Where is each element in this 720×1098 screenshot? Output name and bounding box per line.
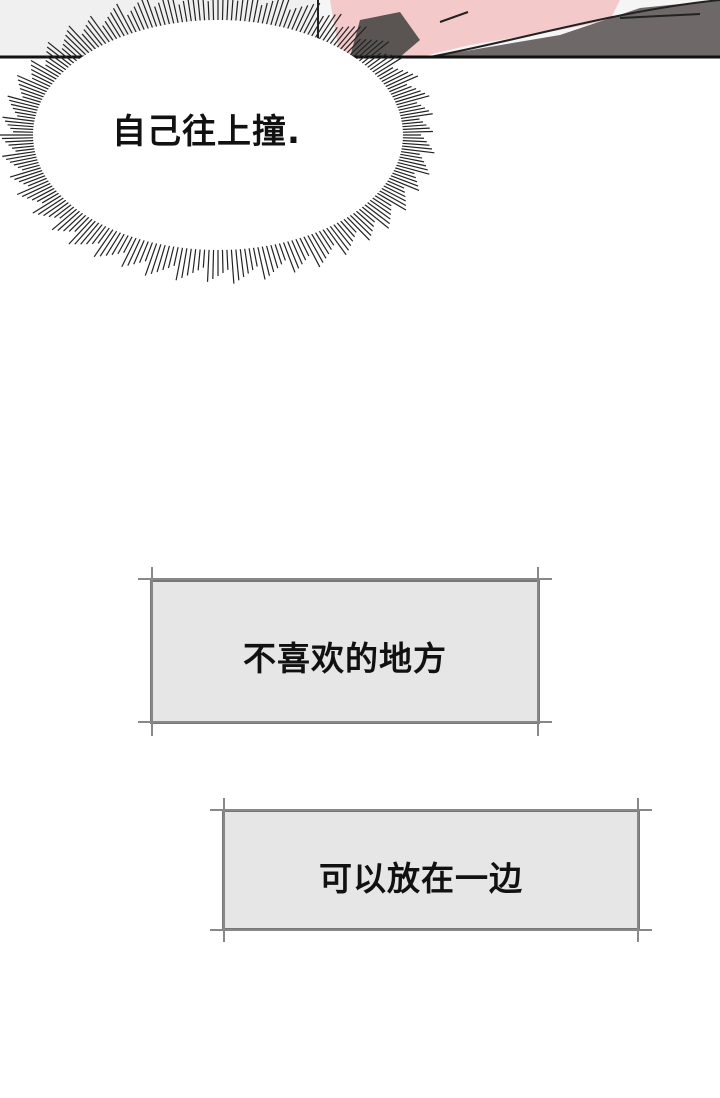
bubble-text: 自己往上撞. — [112, 112, 301, 152]
spiky-speech-bubble — [0, 0, 435, 284]
caption-box-1: 不喜欢的地方 — [150, 579, 540, 724]
caption-text-2: 可以放在一边 — [319, 859, 523, 898]
caption-box-2: 可以放在一边 — [222, 809, 640, 931]
caption-text-1: 不喜欢的地方 — [243, 639, 447, 678]
